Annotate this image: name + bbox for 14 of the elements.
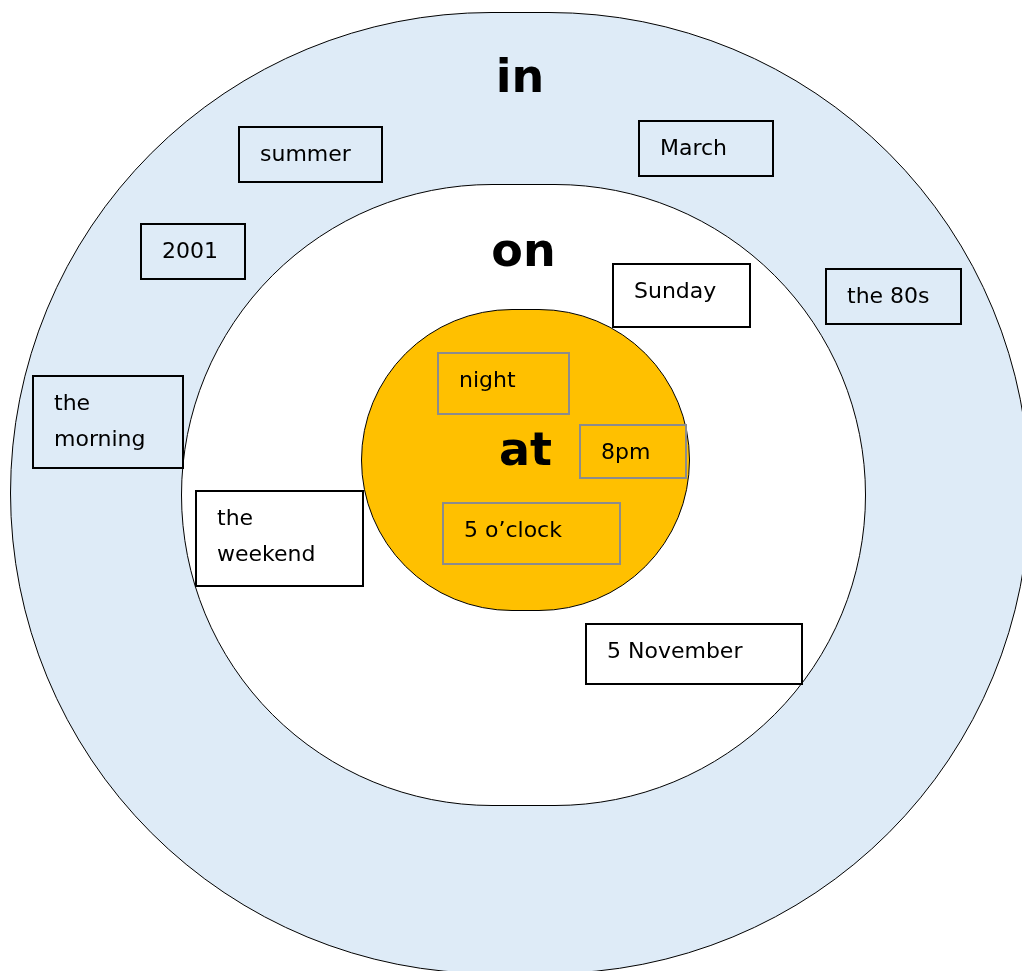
preposition-label: on (491, 227, 556, 273)
term-box: the morning (32, 375, 184, 469)
term-box: March (638, 120, 774, 177)
term-box: summer (238, 126, 383, 183)
term-box: the 80s (825, 268, 962, 325)
term-box: 8pm (579, 424, 687, 479)
term-box: 2001 (140, 223, 246, 280)
term-box: the weekend (195, 490, 364, 587)
term-box: 5 November (585, 623, 803, 685)
preposition-label: in (495, 53, 545, 99)
term-box: night (437, 352, 570, 415)
term-box: 5 o’clock (442, 502, 621, 565)
term-box: Sunday (612, 263, 751, 328)
preposition-label: at (499, 426, 552, 472)
